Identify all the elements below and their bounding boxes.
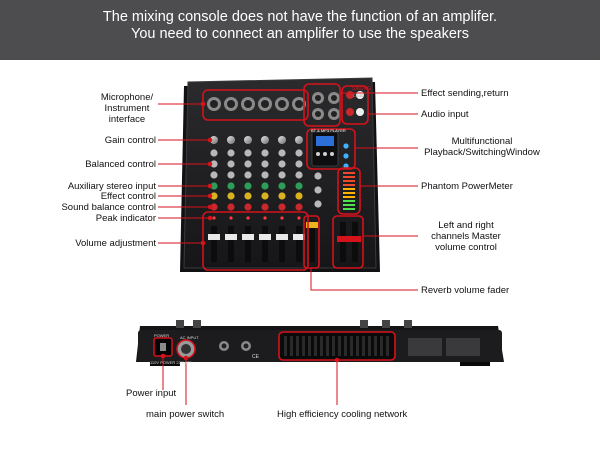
label-volume-adjustment: Volume adjustment [75,238,156,249]
banner-line-1: The mixing console does not have the fun… [102,9,498,25]
label-reverb-fader: Reverb volume fader [421,285,510,296]
label-audio-input: Audio input [421,109,469,120]
label-peak-indicator: Peak indicator [95,213,156,224]
channel-knobs [210,136,303,220]
label-sound-balance: Sound balance control [61,202,156,213]
left-leaders [158,101,213,246]
banner-line-2: You need to connect an amplifer to use t… [130,26,470,42]
label-power-input: Power input [126,388,177,399]
label-phantom-meter: Phantom PowerMeter [421,181,513,192]
right-leaders [310,92,418,291]
label-balanced-control: Balanced control [85,159,156,170]
label-multifunctional: Multifunctional Playback/SwitchingWindow [424,136,540,158]
back-ce-label: CE [252,354,259,360]
top-banner: The mixing console does not have the fun… [0,0,600,60]
label-cooling-network: High efficiency cooling network [277,409,408,420]
label-main-power-switch: main power switch [146,409,225,420]
xlr-inputs [207,97,306,111]
mixer-back-view [136,320,504,405]
back-ac-label: AC INPUT [180,335,199,340]
label-mic-interface: Microphone/ Instrument interface [100,92,154,125]
label-gain-control: Gain control [104,135,156,146]
label-effect-control: Effect control [100,191,156,202]
display-label: BT & MP3 PLAYER [311,128,346,133]
back-power-label: POWER [154,333,170,338]
label-master-volume: Left and right channels Master volume co… [431,220,501,253]
back-voltage-label: 110V POWER 220V/F3 [150,360,192,365]
mixer-top-view [158,77,418,291]
label-aux-input: Auxiliary stereo input [67,181,156,192]
label-effect-send: Effect sending,return [421,88,509,99]
brand-label: SIKUNG [352,86,372,92]
model-label: CT-60 [353,93,364,98]
channel-faders [208,222,318,262]
